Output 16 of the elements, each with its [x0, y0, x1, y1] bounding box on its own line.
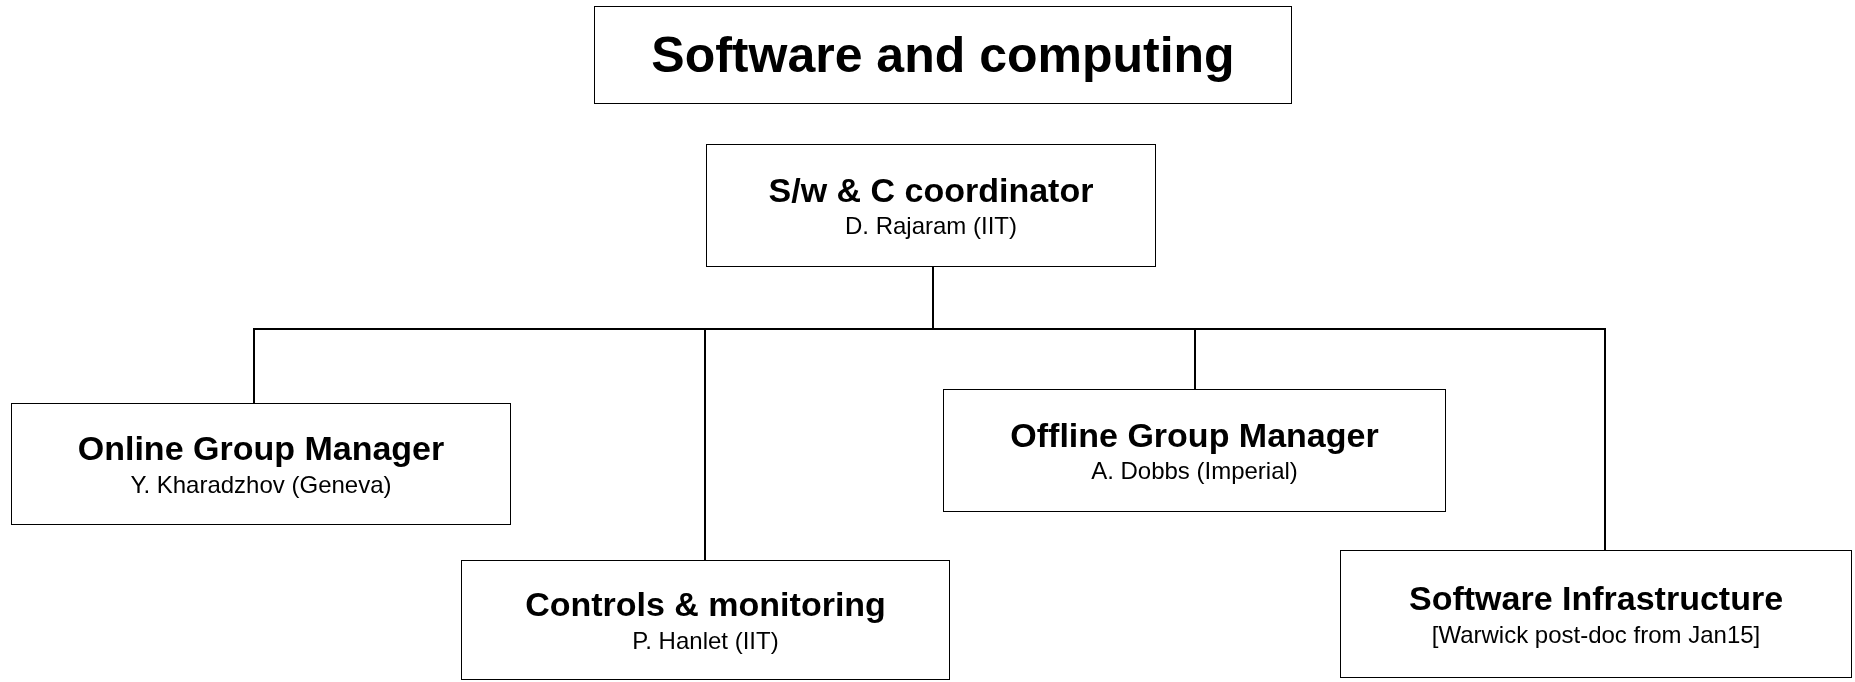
person-name: D. Rajaram (IIT) — [845, 211, 1017, 242]
role-title: S/w & C coordinator — [768, 169, 1094, 211]
role-title: Online Group Manager — [77, 428, 445, 469]
role-box — [1340, 550, 1852, 678]
role-title: Offline Group Manager — [1010, 414, 1379, 456]
title-box: Software and computing — [594, 6, 1292, 104]
person-name: A. Dobbs (Imperial) — [1091, 456, 1298, 487]
person-name: [Warwick post-doc from Jan15] — [1431, 619, 1761, 650]
person-name: Y. Kharadzhov (Geneva) — [130, 469, 392, 500]
role-title: Software Infrastructure — [1408, 578, 1784, 619]
role-title: Controls & monitoring — [525, 584, 886, 625]
role-box — [706, 144, 1156, 267]
role-box — [461, 560, 950, 680]
role-box — [943, 389, 1446, 512]
person-name: P. Hanlet (IIT) — [632, 625, 779, 656]
role-box — [11, 403, 511, 525]
